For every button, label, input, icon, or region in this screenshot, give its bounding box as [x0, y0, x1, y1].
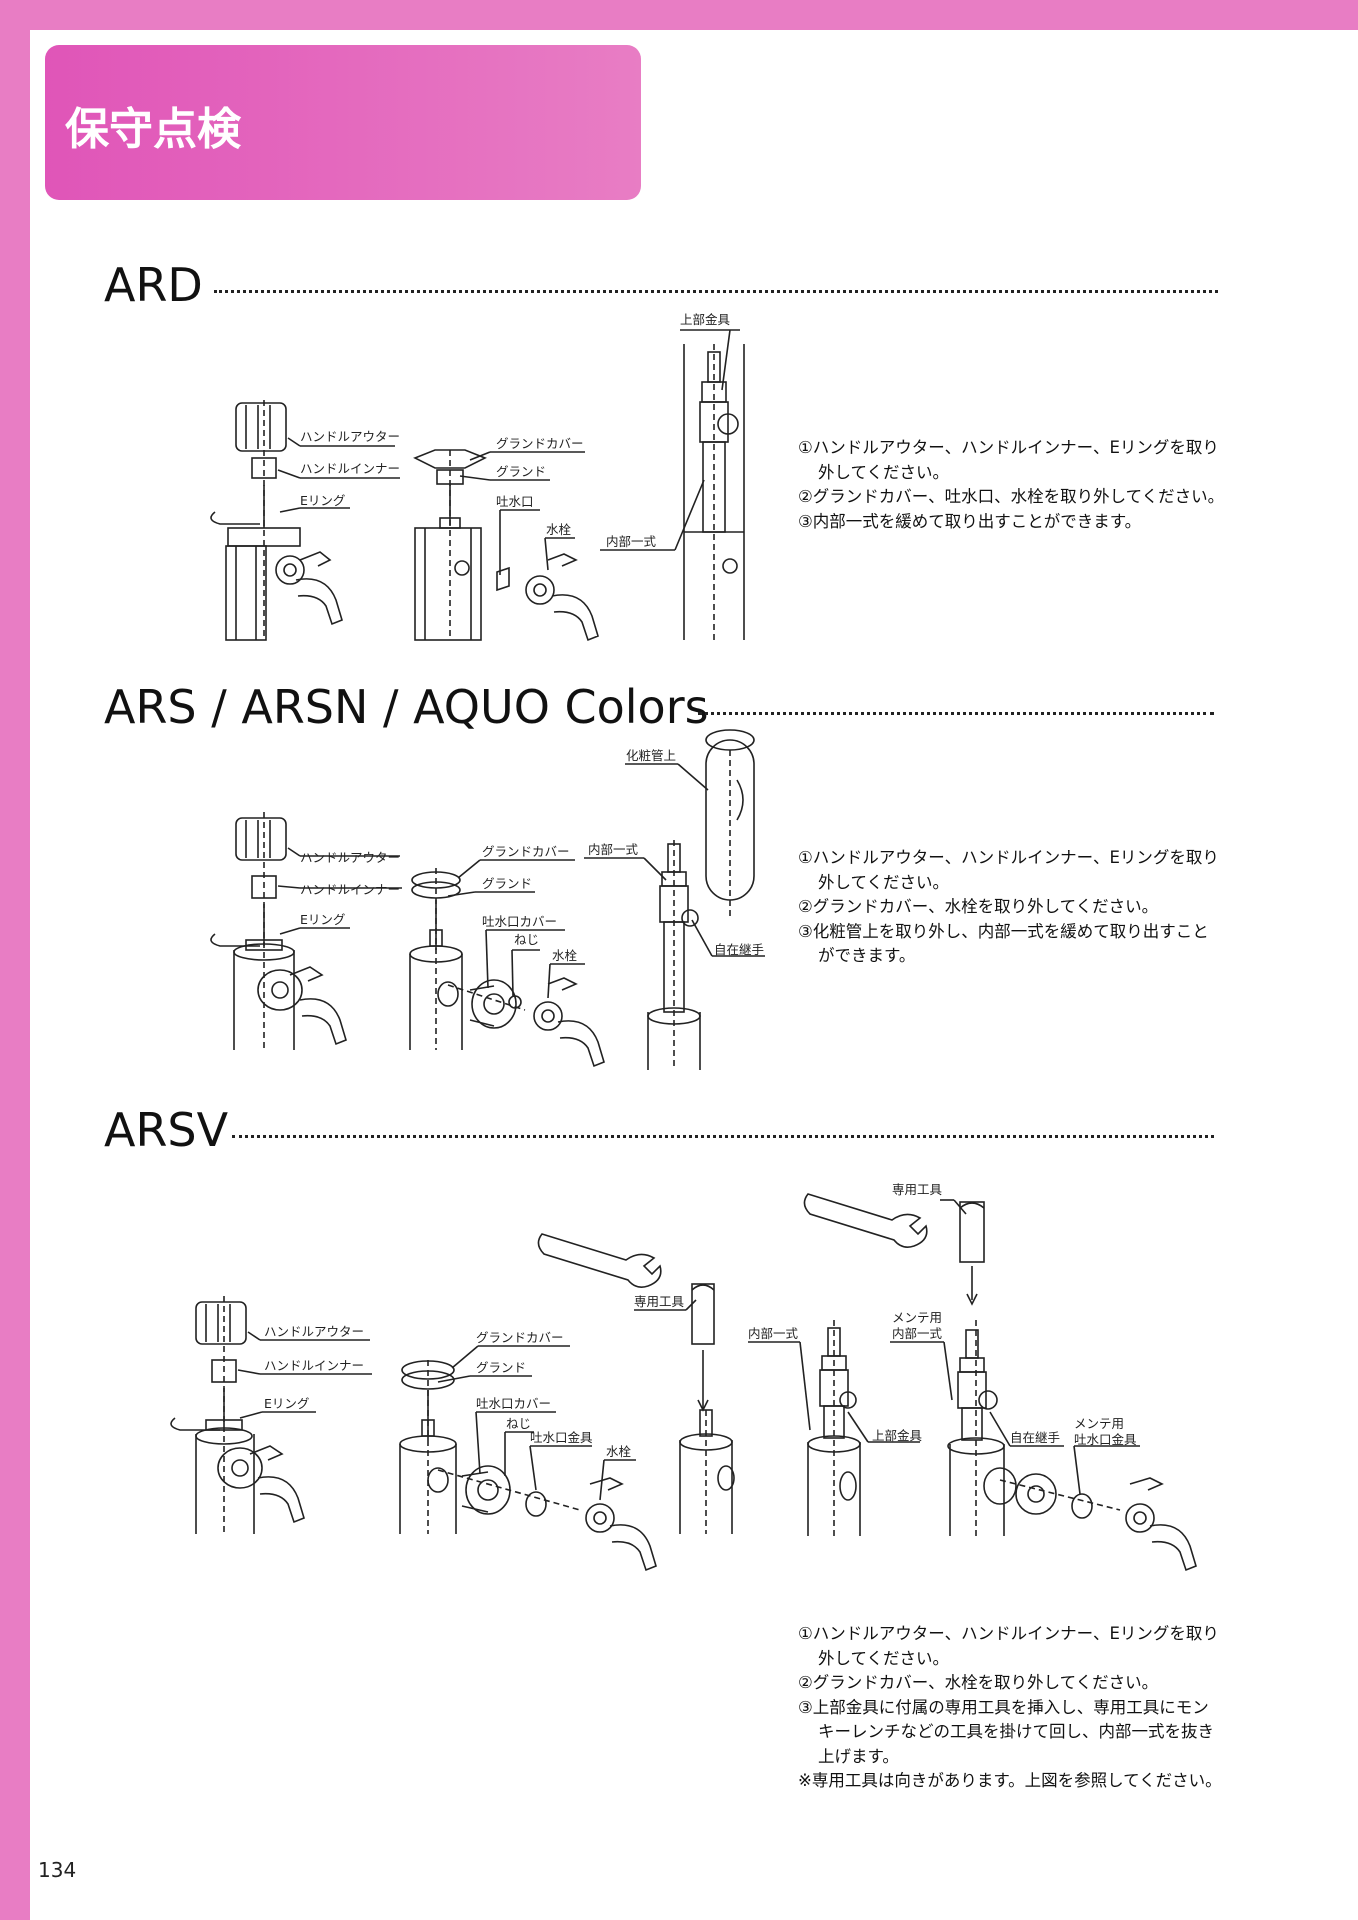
label-gland-arsv: グランド: [476, 1360, 526, 1375]
instruction-line: 外してください。: [818, 1648, 950, 1668]
label-pipe-upper-ars: 化粧管上: [626, 748, 676, 763]
label-special-tool-2-arsv: 専用工具: [892, 1182, 943, 1197]
label-handle-inner-arsv: ハンドルインナー: [264, 1358, 364, 1373]
section-heading-ars: ARS / ARSN / AQUO Colors: [104, 680, 709, 734]
label-handle-outer-ars: ハンドルアウター: [300, 850, 400, 865]
left-accent-band: [0, 0, 30, 1920]
label-e-ring-ard: Eリング: [300, 493, 345, 508]
instructions-ard: ①ハンドルアウター、ハンドルインナー、Eリングを取り 外してください。 ②グラン…: [798, 436, 1225, 534]
instruction-line: ②グランドカバー、水栓を取り外してください。: [798, 897, 1159, 916]
label-gland-cover-ard: グランドカバー: [496, 436, 584, 451]
label-inner-set-ars: 内部一式: [588, 842, 639, 857]
ars-handle-assembly-drawing: [210, 812, 347, 1050]
label-screw-arsv: ねじ: [506, 1416, 531, 1431]
label-spout-fitting-arsv: 吐水口金具: [530, 1430, 593, 1445]
instruction-line: 上げます。: [818, 1746, 899, 1766]
instruction-line: ①ハンドルアウター、ハンドルインナー、Eリングを取り: [798, 848, 1219, 867]
instruction-line: ①ハンドルアウター、ハンドルインナー、Eリングを取り: [798, 1624, 1219, 1643]
label-upper-fitting-arsv: 上部金具: [872, 1428, 923, 1443]
instruction-line: ③化粧管上を取り外し、内部一式を緩めて取り出すこと: [798, 921, 1209, 941]
ard-handle-assembly-drawing: [210, 400, 343, 641]
label-maint-spout-2-arsv: 吐水口金具: [1074, 1432, 1137, 1447]
ars-pipe-and-inner-set-drawing: [647, 729, 755, 1070]
heading-leader-ard: [214, 290, 1218, 293]
label-maint-spout-1-arsv: メンテ用: [1074, 1416, 1124, 1431]
ars-gland-assembly-drawing: [409, 868, 605, 1068]
label-joint-arsv: 自在継手: [1010, 1430, 1060, 1445]
label-faucet-ars: 水栓: [552, 948, 578, 963]
label-e-ring-ars: Eリング: [300, 912, 345, 927]
instruction-line: ③上部金具に付属の専用工具を挿入し、専用工具にモン: [798, 1697, 1209, 1717]
label-faucet-arsv: 水栓: [606, 1444, 632, 1459]
arsv-handle-assembly-drawing: [170, 1296, 305, 1534]
page-number: 134: [38, 1858, 77, 1882]
label-inner-set-ard: 内部一式: [606, 534, 657, 549]
label-spout-ard: 吐水口: [496, 494, 534, 509]
instruction-line: ②グランドカバー、水栓を取り外してください。: [798, 1673, 1159, 1692]
label-joint-ars: 自在継手: [714, 942, 764, 957]
instruction-line: ②グランドカバー、吐水口、水栓を取り外してください。: [798, 487, 1225, 506]
arsv-special-tool-drawing: [537, 1233, 735, 1534]
label-e-ring-arsv: Eリング: [264, 1396, 309, 1411]
instructions-ars: ①ハンドルアウター、ハンドルインナー、Eリングを取り 外してください。 ②グラン…: [798, 846, 1219, 969]
section-heading-ard: ARD: [104, 258, 203, 312]
label-handle-inner-ars: ハンドルインナー: [300, 882, 400, 897]
label-maint-inner-1-arsv: メンテ用: [892, 1310, 942, 1325]
label-maint-inner-2-arsv: 内部一式: [892, 1326, 943, 1341]
instruction-line: ①ハンドルアウター、ハンドルインナー、Eリングを取り: [798, 438, 1219, 457]
instruction-line: ※専用工具は向きがあります。上図を参照してください。: [798, 1771, 1222, 1790]
page-title: 保守点検: [65, 104, 241, 155]
label-inner-set-arsv: 内部一式: [748, 1326, 799, 1341]
instructions-arsv: ①ハンドルアウター、ハンドルインナー、Eリングを取り 外してください。 ②グラン…: [798, 1622, 1222, 1794]
label-screw-ars: ねじ: [514, 932, 539, 947]
label-spout-cover-arsv: 吐水口カバー: [476, 1396, 551, 1411]
label-gland-cover-arsv: グランドカバー: [476, 1330, 564, 1345]
heading-leader-arsv: [232, 1135, 1214, 1138]
arsv-gland-assembly-drawing: [399, 1360, 657, 1572]
instruction-line: 外してください。: [818, 872, 950, 892]
label-spout-cover-ars: 吐水口カバー: [482, 914, 557, 929]
label-gland-ard: グランド: [496, 464, 546, 479]
label-upper-fitting-ard: 上部金具: [680, 312, 731, 327]
arsv-inner-set-drawing: [807, 1320, 861, 1536]
instruction-line: ができます。: [818, 946, 916, 965]
label-handle-outer-ard: ハンドルアウター: [300, 429, 400, 444]
label-special-tool-1-arsv: 専用工具: [634, 1294, 685, 1309]
instruction-line: ③内部一式を緩めて取り出すことができます。: [798, 511, 1142, 531]
section-heading-arsv: ARSV: [104, 1103, 229, 1157]
arsv-maintenance-drawing: [803, 1193, 1197, 1572]
instruction-line: 外してください。: [818, 462, 950, 482]
heading-leader-ars: [698, 712, 1214, 715]
label-gland-cover-ars: グランドカバー: [482, 844, 570, 859]
top-accent-band: [0, 0, 1358, 30]
instruction-line: キーレンチなどの工具を掛けて回し、内部一式を抜き: [818, 1722, 1214, 1741]
label-faucet-ard: 水栓: [546, 522, 572, 537]
label-gland-ars: グランド: [482, 876, 532, 891]
title-banner: 保守点検: [45, 45, 641, 200]
label-handle-inner-ard: ハンドルインナー: [300, 461, 400, 476]
label-handle-outer-arsv: ハンドルアウター: [264, 1324, 364, 1339]
ard-inner-set-drawing: [683, 344, 745, 640]
